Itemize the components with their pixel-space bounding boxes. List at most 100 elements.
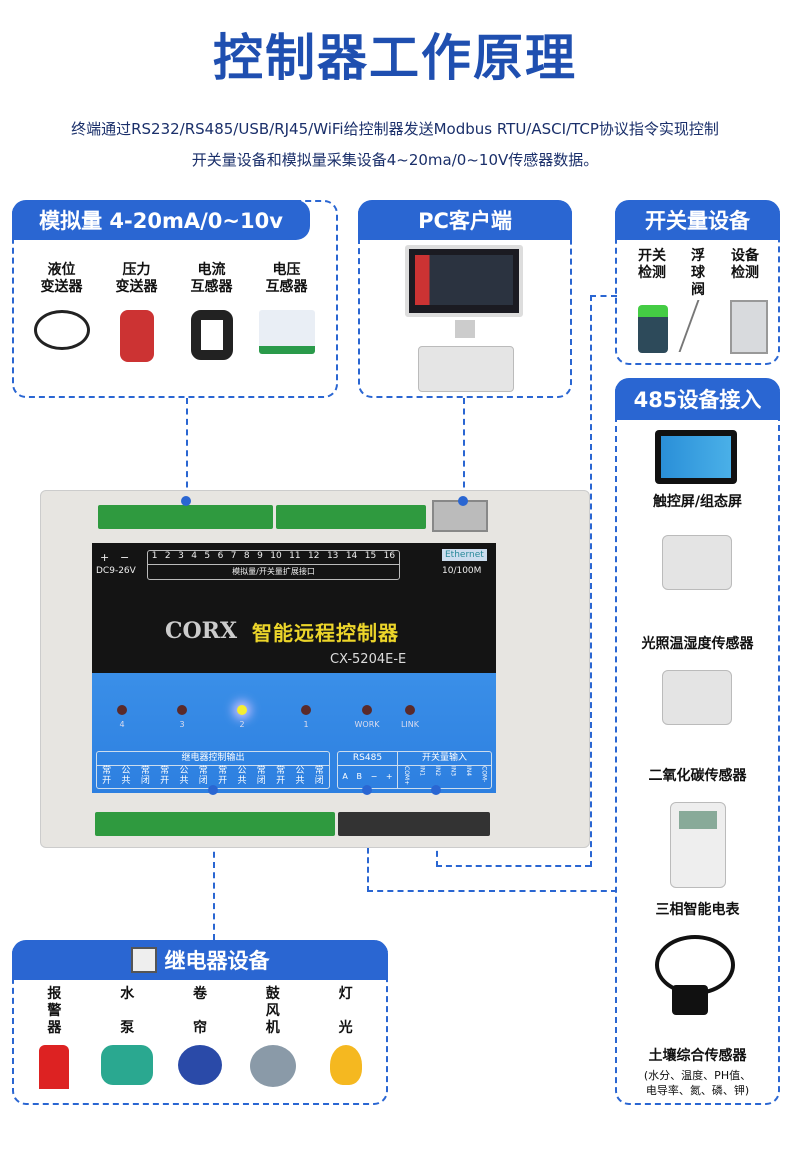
relay-item-label: 报 警 器 [47,986,62,1036]
rs485-terminal-label: + [385,772,393,781]
port-number: 3 [178,551,184,561]
description-line-1: 终端通过RS232/RS485/USB/RJ45/WiFi给控制器发送Modbu… [71,120,719,138]
port-number: 12 [308,551,320,561]
curtain-motor-icon [177,1045,222,1085]
relay-output-label: 继电器控制输出 [97,752,329,766]
light-bulb-icon [329,1045,362,1085]
rs485-connector-dot [362,785,372,795]
rs485-item-label: 三相智能电表 [655,902,740,918]
relay-terminal-label: 常 开 [160,766,170,786]
switch-item-label: 开关 检测 [638,248,666,281]
soil-note-2: 电导率、氮、磷、钾) [645,1084,750,1097]
connector-relay [213,790,215,940]
relay-terminal-label: 常 闭 [256,766,266,786]
rs485-item-label: 二氧化碳传感器 [648,768,747,784]
rs485-port-label: RS485 [338,752,398,765]
relay-terminal-label: 常 开 [102,766,112,786]
led-label: 4 [119,720,125,729]
relay-terminal-label: 常 开 [218,766,228,786]
keyboard-icon [418,346,514,392]
switch-header: 开关量设备 [615,200,780,240]
port-number: 11 [289,551,301,561]
analog-terminal-block [98,505,273,529]
current-transformer-icon [190,310,233,360]
soil-note-1: (水分、温度、PH值、 [643,1069,752,1082]
port-number: 14 [345,551,358,561]
switch-item-label: 设备 检测 [731,248,759,281]
digital-input-terminal-label: IN2 [433,766,441,777]
analog-item-label: 压力 变送器 [115,262,158,295]
digital-input-terminal-label: IN3 [449,766,457,777]
rs485-item-label: 触控屏/组态屏 [652,494,743,510]
relay-terminal-label: 公 共 [179,766,189,786]
soil-note: (水分、温度、PH值、电导率、氮、磷、钾) [617,1068,778,1098]
relay-terminal-label: 公 共 [295,766,305,786]
rs485-terminal-label: − [370,772,378,781]
page-title: 控制器工作原理 [213,29,577,87]
rs485-item-label: 土壤综合传感器 [648,1048,747,1064]
analog-item-label: 电压 互感器 [265,262,308,295]
ethernet-port[interactable] [432,500,488,532]
led-indicator: 2 [227,705,257,729]
co2-sensor-icon [662,670,732,725]
ethernet-speed: 10/100M [442,566,482,576]
light-temp-humidity-sensor-icon [662,535,732,590]
controller-panel-bottom [92,673,496,793]
port-number: 6 [217,551,224,561]
port-number: 13 [326,551,339,561]
rs485-terminal-label: A [342,772,348,781]
monitor-stand [455,320,475,338]
relay-connector-dot [208,785,218,795]
port-number: 10 [270,551,282,561]
connector-pc [463,398,465,498]
relay-item-label: 水 泵 [120,986,135,1036]
led-indicator: 4 [107,705,137,729]
power-plus: + [100,551,110,564]
led-light [405,705,415,715]
port-number: 4 [191,551,197,561]
digital-input-terminal-label: IN1 [418,766,426,777]
digital-input-terminal-label: IN4 [464,766,472,777]
led-label: LINK [400,720,420,729]
led-label: WORK [354,720,380,729]
digital-input-terminal-label: COM- [480,766,488,783]
model-number: CX-5204E-E [330,652,407,667]
relay-terminal-block [95,812,335,836]
pc-connector-dot [458,496,468,506]
rs485-terminal-label: B [356,772,362,781]
relay-header: 继电器设备 [12,940,388,980]
voltage-transformer-icon [258,310,315,354]
pc-header: PC客户端 [358,200,572,240]
power-minus: − [120,551,130,564]
monitor-icon [405,245,523,317]
led-light [301,705,311,715]
relay-terminal-label: 常 闭 [198,766,208,786]
port-number: 1 [151,551,158,561]
connector-analog [186,398,188,498]
led-indicator: LINK [395,705,425,729]
pressure-transmitter-icon [119,310,154,362]
power-label: DC9-26V [96,566,136,576]
led-light [177,705,187,715]
port-number: 7 [230,551,237,561]
blower-icon [249,1045,296,1087]
relay-header-text: 继电器设备 [164,949,270,973]
port-number: 2 [164,551,171,561]
input-terminal-block [338,812,490,836]
switch-item-label: 浮 球 阀 [691,248,705,298]
din-connector-dot [431,785,441,795]
brand-logo: CORX [165,618,238,644]
relay-output-frame: 继电器控制输出 常 开公 共常 闭常 开公 共常 闭常 开公 共常 闭常 开公 … [96,751,330,789]
relay-terminal-label: 常 开 [276,766,286,786]
led-indicator: 3 [167,705,197,729]
port-number: 15 [364,551,377,561]
digital-input-label: 开关量输入 [421,753,467,763]
led-label: 2 [239,720,245,729]
rs485-header: 485设备接入 [615,378,780,420]
expansion-terminal-block [276,505,426,529]
soil-sensor-body [672,985,708,1015]
